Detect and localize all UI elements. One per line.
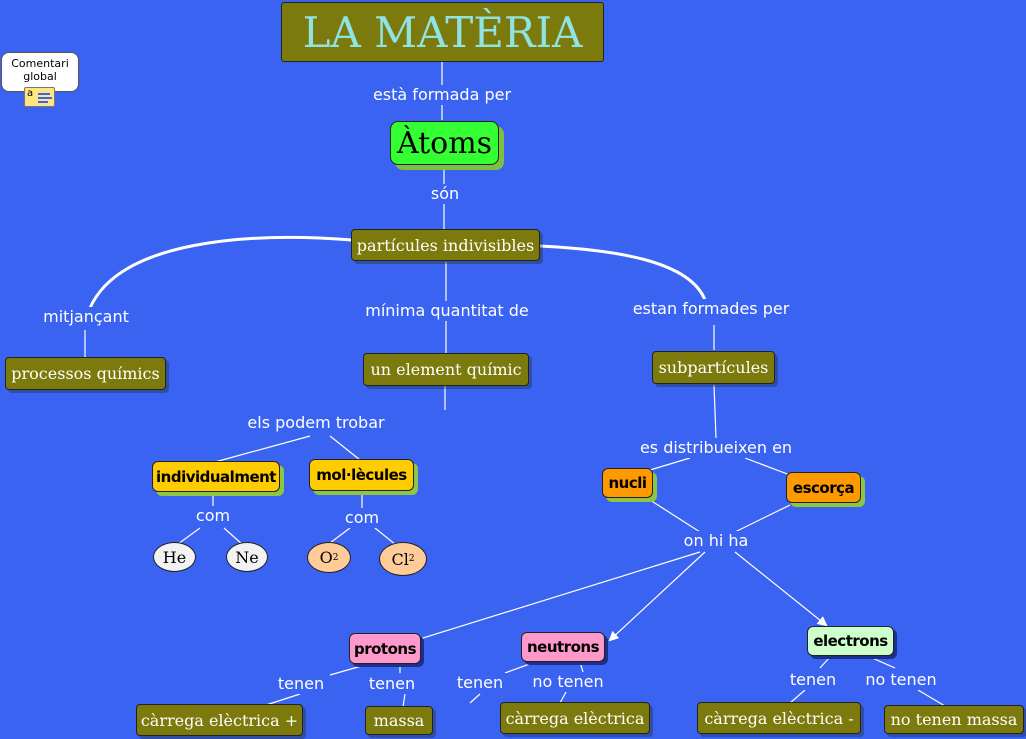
cl2-symbol: Cl (391, 549, 409, 569)
node-escorca[interactable]: escorça (786, 472, 861, 503)
node-nucli[interactable]: nucli (602, 468, 653, 498)
node-carrega-positiva[interactable]: càrrega elèctrica + (136, 704, 303, 736)
node-individualment[interactable]: individualment (152, 461, 280, 492)
link-no-tenen-2: no tenen (861, 670, 941, 690)
link-formada: està formada per (368, 85, 516, 105)
node-he[interactable]: He (153, 542, 196, 572)
node-processos[interactable]: processos químics (5, 357, 166, 390)
node-no-massa[interactable]: no tenen massa (884, 705, 1024, 734)
link-com-2: com (340, 508, 384, 528)
o2-symbol: O (319, 548, 333, 567)
node-massa[interactable]: massa (365, 706, 433, 735)
node-molecules[interactable]: mol·lècules (309, 459, 414, 491)
node-electrons[interactable]: electrons (807, 626, 894, 656)
link-no-tenen-1: no tenen (528, 672, 608, 692)
node-carrega-negativa[interactable]: càrrega elèctrica - (697, 702, 861, 734)
link-com-1: com (191, 506, 235, 526)
note-icon-letter: a (27, 88, 34, 99)
link-tenen-3: tenen (452, 673, 508, 693)
map-title[interactable]: LA MATÈRIA (281, 2, 604, 62)
node-ne[interactable]: Ne (226, 542, 268, 572)
node-subparticules[interactable]: subpartícules (652, 351, 775, 384)
node-carrega[interactable]: càrrega elèctrica (500, 702, 650, 734)
link-son: són (426, 184, 464, 204)
link-estan: estan formades per (628, 299, 794, 319)
note-icon[interactable]: a (24, 87, 55, 107)
node-atoms[interactable]: Àtoms (390, 121, 499, 165)
node-particules[interactable]: partícules indivisibles (351, 229, 540, 261)
node-neutrons[interactable]: neutrons (521, 632, 605, 662)
link-tenen-4: tenen (785, 670, 841, 690)
node-protons[interactable]: protons (349, 633, 421, 664)
link-mitjancant: mitjançant (39, 307, 133, 327)
o2-subscript: 2 (332, 552, 339, 563)
link-distribueixen: es distribueixen en (635, 438, 797, 458)
link-minima: mínima quantitat de (361, 301, 533, 321)
cl2-subscript: 2 (408, 554, 415, 564)
node-element[interactable]: un element químic (363, 353, 529, 386)
link-tenen-1: tenen (273, 674, 329, 694)
global-comment-box[interactable]: Comentari global (1, 52, 79, 92)
link-tenen-2: tenen (364, 674, 420, 694)
link-on-hi-ha: on hi ha (679, 531, 753, 551)
link-podem: els podem trobar (243, 413, 389, 433)
